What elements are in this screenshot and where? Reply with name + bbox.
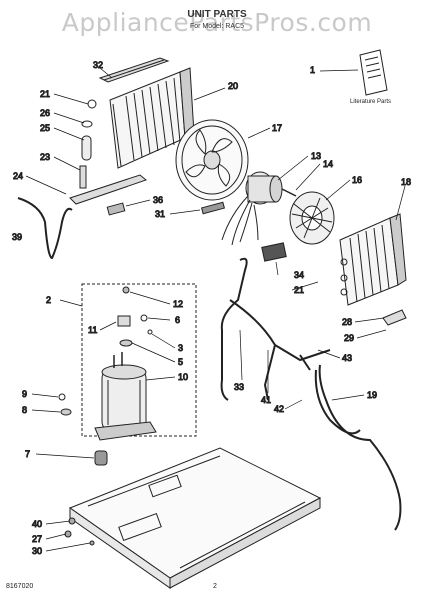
callout-6: 6	[175, 315, 180, 325]
callout-40: 40	[32, 519, 42, 529]
callout-1: 1	[310, 65, 315, 75]
callout-17: 17	[272, 123, 282, 133]
part-33-suction-tube	[220, 257, 331, 401]
part-39-drain-tube	[17, 197, 73, 260]
part-17-fan-shroud	[175, 119, 249, 201]
part-31-shaft	[200, 201, 226, 215]
callout-7: 7	[25, 449, 30, 459]
callout-28: 28	[342, 317, 352, 327]
page-title: UNIT PARTS	[187, 9, 247, 20]
callout-24: 24	[13, 171, 23, 181]
callout-26: 26	[40, 108, 50, 118]
callout-20: 20	[228, 81, 238, 91]
callout-16: 16	[352, 175, 362, 185]
part-36-block	[106, 202, 126, 216]
part-32-top-bracket	[98, 57, 170, 83]
leader-lines	[25, 67, 406, 552]
callout-8: 8	[22, 405, 27, 415]
part-34-label	[261, 242, 287, 262]
callout-11: 11	[88, 325, 97, 335]
callout-10: 10	[178, 372, 188, 382]
part-8-washer	[60, 408, 72, 416]
callout-30: 30	[32, 546, 42, 556]
callout-13: 13	[311, 151, 321, 161]
callout-21: 21	[40, 89, 50, 99]
footer-page-number: 2	[213, 583, 217, 590]
watermark: AppliancePartsPros.com	[61, 8, 373, 37]
callout-41: 41	[261, 395, 271, 405]
base-pan	[68, 447, 322, 589]
part-10-compressor	[94, 352, 157, 441]
callout-9: 9	[22, 389, 27, 399]
callout-36: 36	[153, 195, 163, 205]
part-24-bracket	[69, 174, 148, 205]
part-13-14-fan-motor	[221, 171, 297, 246]
part-19-discharge-line	[314, 364, 402, 531]
part-30-screw	[89, 540, 95, 546]
callout-27: 27	[32, 534, 42, 544]
part-28-29-bracket	[382, 309, 407, 326]
part-7-grommet	[94, 450, 108, 466]
part-1-literature	[359, 49, 388, 96]
callout-21b: 21	[294, 285, 304, 295]
callout-12: 12	[173, 299, 183, 309]
part-2-compressor-assembly	[81, 283, 197, 437]
page-subtitle: For Model: RAC5	[189, 23, 245, 30]
part-21-26-25-23-valve-stack	[79, 99, 97, 189]
part-16-blower-wheel	[289, 191, 335, 245]
callout-31: 31	[155, 209, 165, 219]
callout-34: 34	[294, 270, 304, 280]
part-20-condenser-coil	[109, 67, 195, 169]
callout-18: 18	[401, 177, 411, 187]
callout-29: 29	[344, 333, 354, 343]
callout-5: 5	[178, 357, 183, 367]
footer-code: 8167020	[6, 583, 34, 590]
part-18-evaporator-coil	[339, 213, 407, 306]
callout-numbers: 32 20 1 21 26 25 17 13 14 16 18 23 24 36…	[12, 60, 412, 557]
callout-2: 2	[46, 295, 51, 305]
callout-14: 14	[323, 159, 333, 169]
callout-25: 25	[40, 123, 50, 133]
callout-32: 32	[93, 60, 103, 70]
callout-19: 19	[367, 390, 377, 400]
callout-23: 23	[40, 152, 50, 162]
callout-3: 3	[178, 343, 183, 353]
part-11-12-6-3-5-small-parts	[117, 286, 153, 347]
part-9-fitting	[58, 393, 66, 401]
callout-33: 33	[234, 382, 244, 392]
callout-43: 43	[342, 353, 352, 363]
callout-42: 42	[274, 404, 284, 414]
literature-parts-label: Literature Parts	[350, 99, 392, 105]
callout-39: 39	[12, 232, 22, 242]
